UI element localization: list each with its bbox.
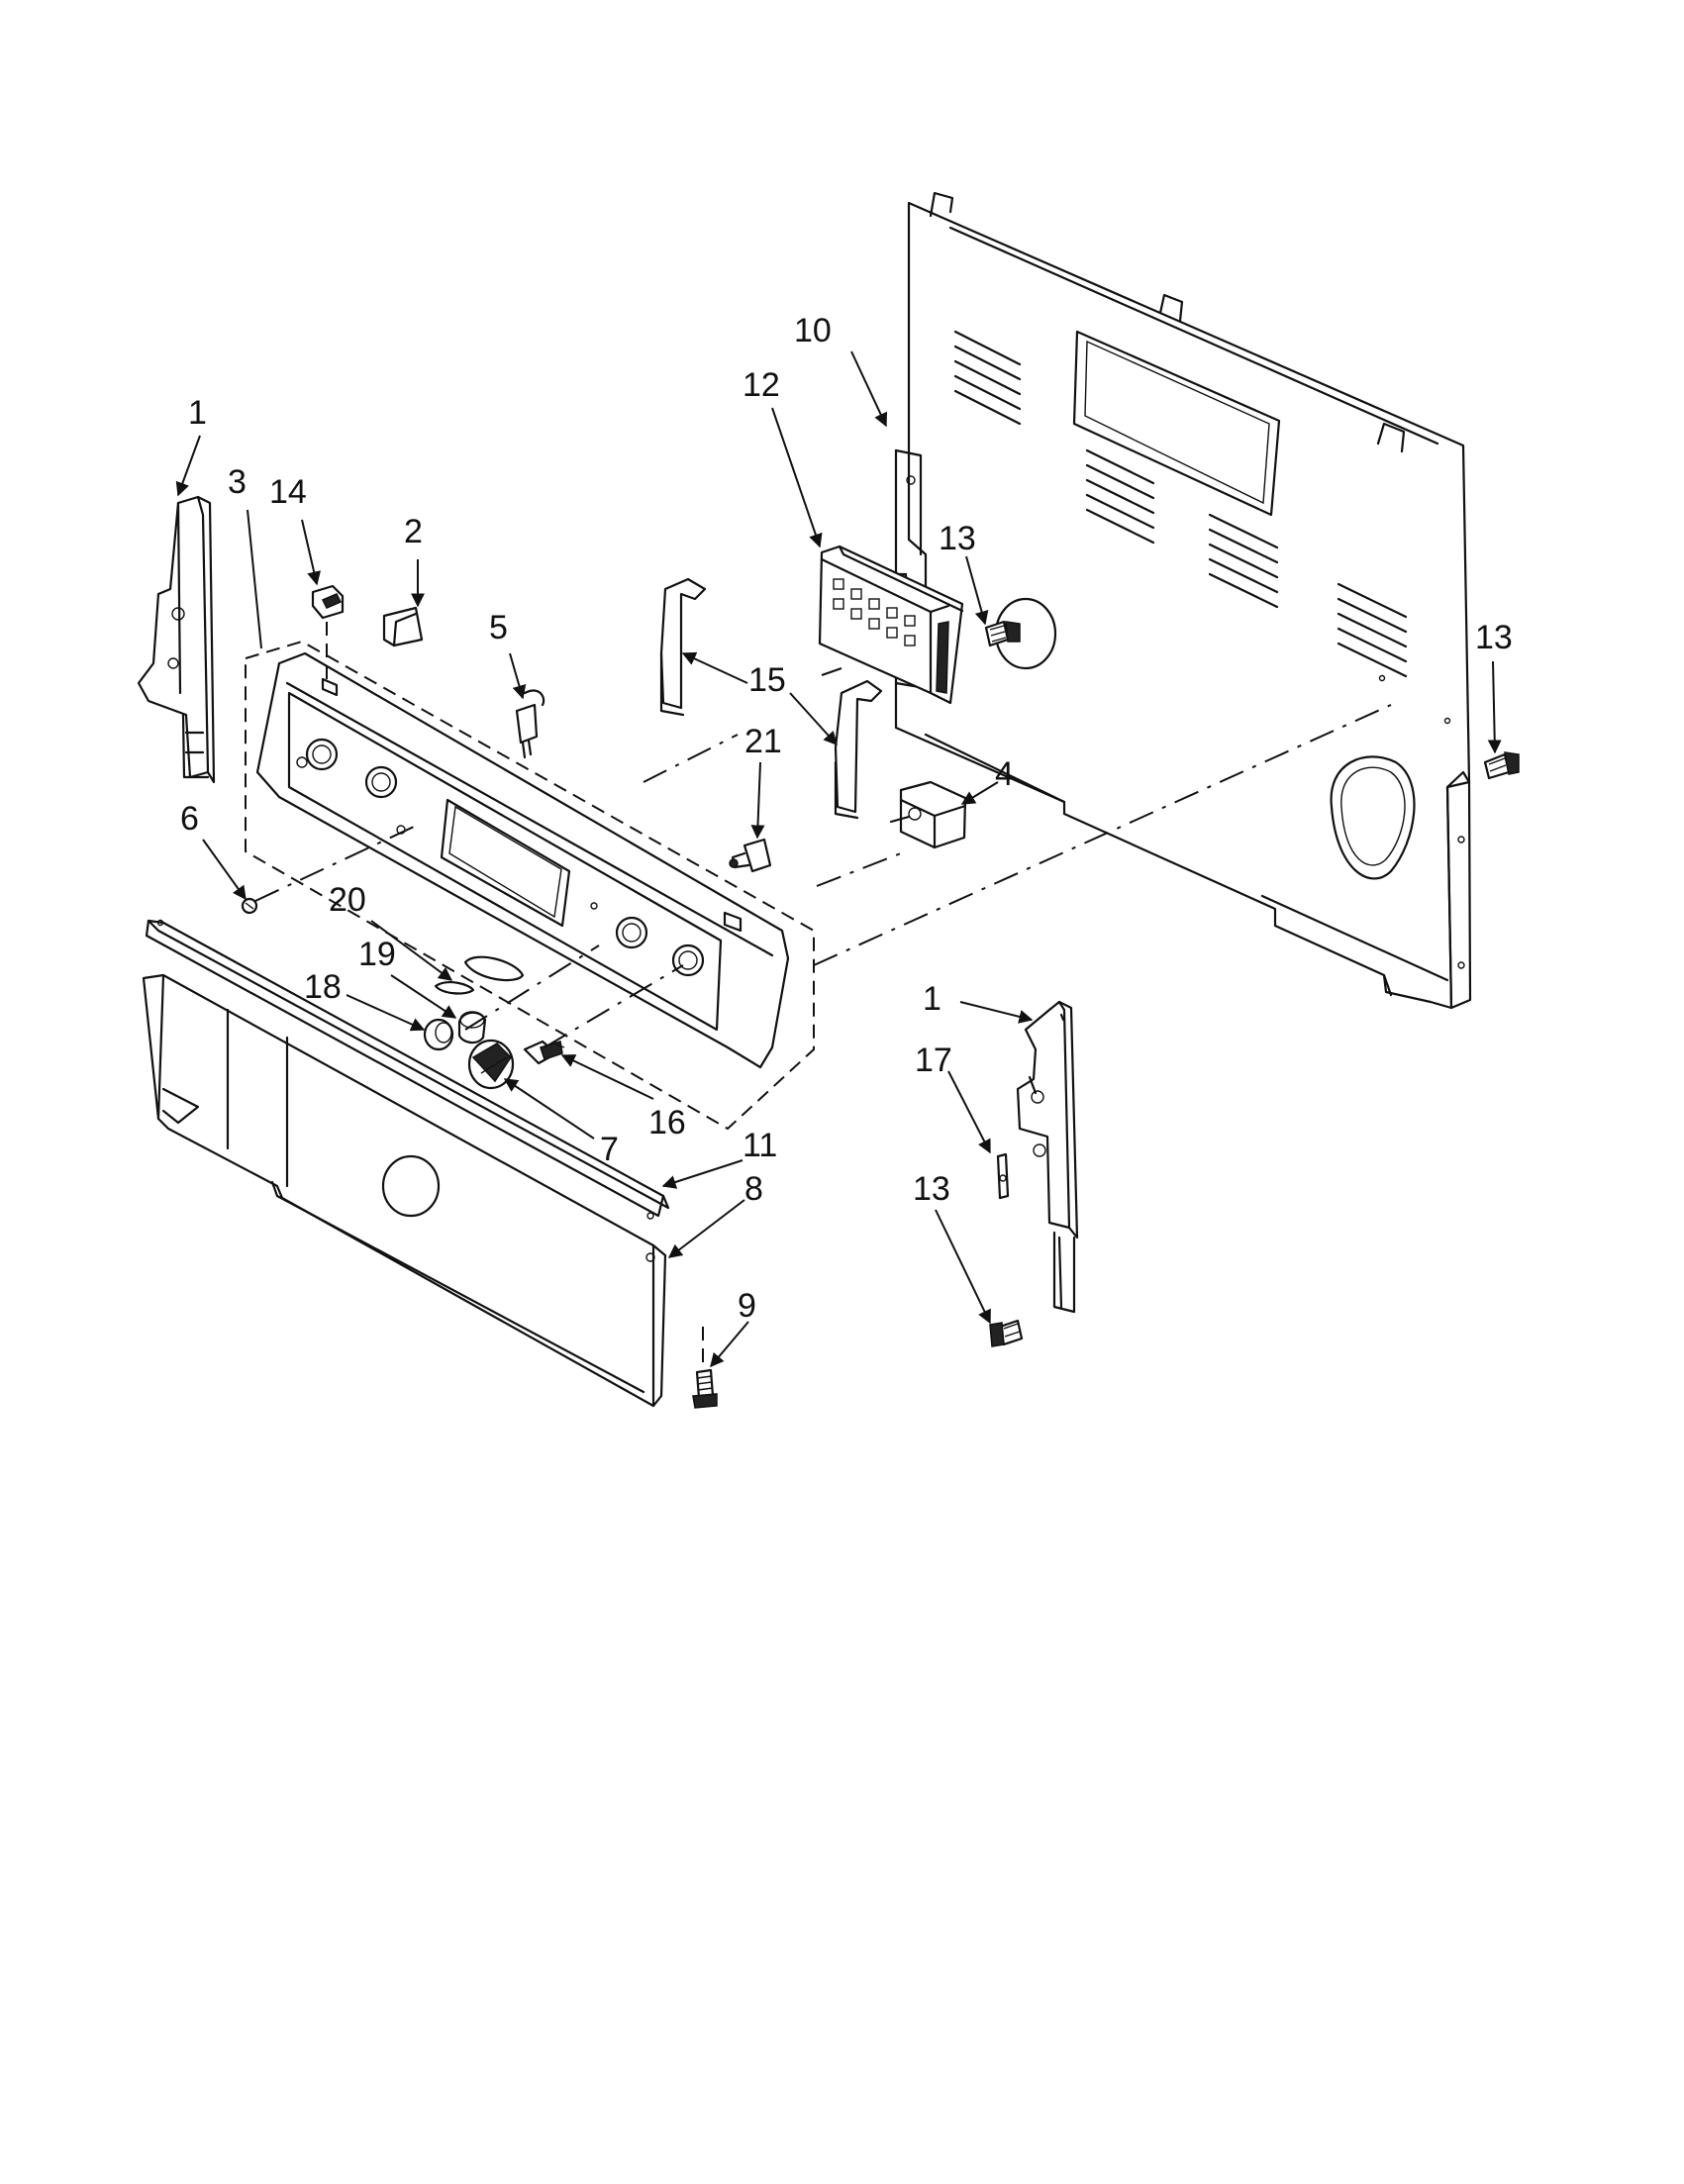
callout-5: 5 [489, 609, 508, 646]
callout-3: 3 [228, 463, 247, 501]
infinite-switch [889, 780, 967, 849]
callout-1-left: 1 [188, 394, 207, 432]
callout-14: 14 [269, 473, 307, 511]
callout-13-upper: 13 [939, 520, 976, 557]
clip-17 [996, 1152, 1010, 1200]
callout-11: 11 [743, 1127, 777, 1164]
screw-13-a [984, 597, 1057, 670]
callout-13-lower: 13 [913, 1170, 950, 1208]
pushbutton-switch [729, 838, 772, 873]
callout-1-right: 1 [923, 980, 941, 1018]
callout-19: 19 [358, 936, 396, 973]
button-19 [457, 1011, 487, 1044]
callout-6: 6 [180, 800, 199, 838]
callout-8: 8 [744, 1170, 763, 1208]
board-brackets [659, 577, 883, 820]
screw-13-b [1483, 751, 1520, 780]
clip-part [382, 606, 424, 647]
callout-15: 15 [748, 661, 786, 699]
callout-18: 18 [304, 968, 342, 1006]
callout-16: 16 [648, 1104, 686, 1142]
wire-harness [515, 689, 545, 759]
callout-17: 17 [915, 1042, 952, 1079]
screw-9 [692, 1368, 718, 1409]
knob-cap [423, 1018, 454, 1051]
knob-stem [523, 1040, 565, 1065]
callout-10: 10 [794, 312, 832, 349]
callout-labels: 1 3 14 2 5 6 20 19 18 7 16 11 8 9 10 12 … [180, 312, 1513, 1325]
right-side-bracket [1016, 1000, 1079, 1314]
callout-4: 4 [995, 755, 1014, 793]
screw-6 [241, 897, 258, 915]
callout-13-right: 13 [1475, 619, 1513, 656]
callout-9: 9 [738, 1287, 756, 1325]
screw-13-c [989, 1319, 1024, 1347]
control-board [818, 545, 964, 705]
leaders [175, 350, 1502, 1368]
manifold-panel [142, 919, 670, 1408]
callout-20: 20 [329, 881, 366, 919]
callout-2: 2 [404, 513, 423, 550]
left-side-bracket [137, 495, 216, 784]
rocker-switch [311, 584, 345, 620]
control-knob [467, 1039, 515, 1090]
louvers [953, 330, 1408, 678]
control-panel-backguard [245, 640, 815, 1131]
callout-12: 12 [743, 366, 780, 404]
callout-21: 21 [744, 723, 782, 760]
rear-panel [894, 191, 1472, 1010]
callout-7: 7 [600, 1131, 619, 1168]
assembly-lines [254, 622, 1392, 1370]
